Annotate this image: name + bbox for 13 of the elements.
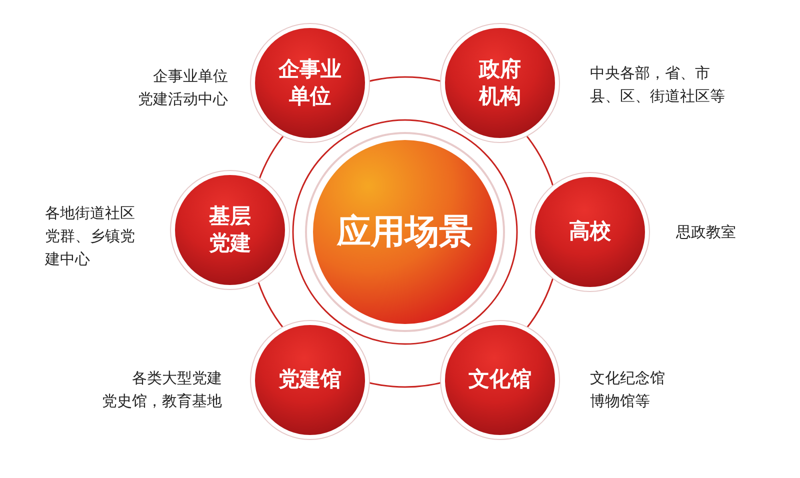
caption-text: 企事业单位党建活动中心 <box>138 66 228 110</box>
category-circle: 高校 <box>535 177 645 287</box>
category-circle: 企事业单位 <box>255 28 365 138</box>
caption-text: 各地街道社区党群、乡镇党建中心 <box>45 203 135 270</box>
category-circle: 政府机构 <box>445 28 555 138</box>
caption-text: 中央各部，省、市县、区、街道社区等 <box>590 63 725 107</box>
caption-text: 各类大型党建党史馆，教育基地 <box>102 368 222 412</box>
category-circle: 党建馆 <box>255 325 365 435</box>
caption-text: 文化纪念馆博物馆等 <box>590 368 665 412</box>
center-circle: 应用场景 <box>313 140 497 324</box>
caption-text: 思政教室 <box>676 222 736 243</box>
category-circle: 文化馆 <box>445 325 555 435</box>
category-circle: 基层党建 <box>175 175 285 285</box>
